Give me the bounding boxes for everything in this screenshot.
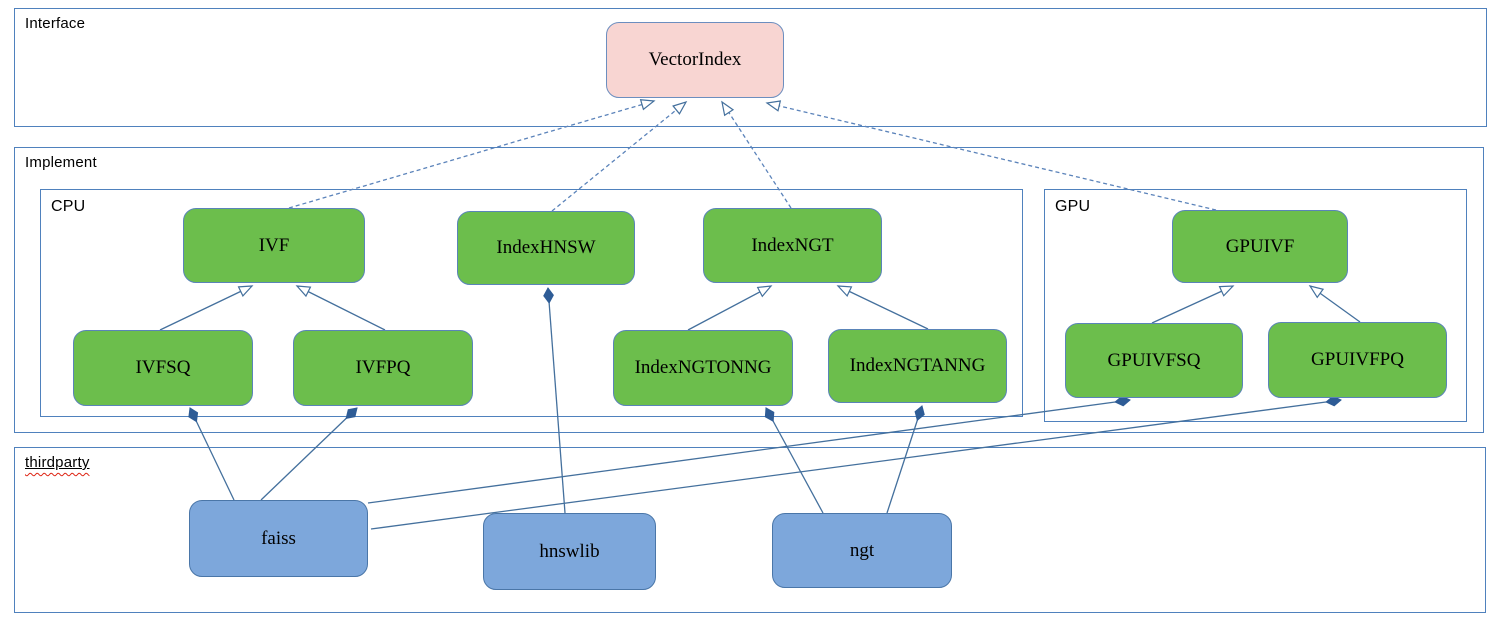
node-ivf: IVF — [183, 208, 365, 283]
node-hnswlib: hnswlib — [483, 513, 656, 590]
composition-edges — [188, 287, 1342, 530]
gpu-label: GPU — [1055, 198, 1091, 215]
node-indexngt: IndexNGT — [703, 208, 882, 283]
node-ivfsq-label: IVFSQ — [135, 357, 191, 378]
thirdparty-label-text: thirdparty — [25, 454, 90, 471]
implement-label: Implement — [25, 154, 97, 171]
interface-label: Interface — [25, 15, 86, 32]
gpu-container: GPU — [1044, 189, 1467, 422]
generalization-edges — [159, 285, 1361, 331]
node-gpuivf-label: GPUIVF — [1225, 235, 1295, 257]
thirdparty-container: thirdparty — [14, 447, 1486, 613]
realization-edges — [288, 99, 1217, 212]
cpu-container: CPU — [40, 189, 1023, 417]
node-vectorindex-label: VectorIndex — [648, 49, 742, 70]
node-indexngt-label: IndexNGT — [751, 234, 834, 256]
node-faiss: faiss — [189, 500, 368, 577]
node-indexhnsw: IndexHNSW — [457, 211, 635, 285]
node-ivf-label: IVF — [258, 234, 290, 256]
implement-container: Implement — [14, 147, 1484, 433]
node-indexngtanng-label: IndexNGTANNG — [849, 355, 986, 376]
node-hnswlib-label: hnswlib — [539, 540, 600, 562]
node-indexngtanng: IndexNGTANNG — [828, 329, 1007, 403]
node-gpuivf: GPUIVF — [1172, 210, 1348, 283]
cpu-label: CPU — [51, 198, 86, 215]
node-indexngtonng: IndexNGTONNG — [613, 330, 793, 406]
node-gpuivfsq-label: GPUIVFSQ — [1107, 349, 1201, 371]
node-faiss-label: faiss — [261, 527, 296, 549]
node-ivfpq: IVFPQ — [293, 330, 473, 406]
thirdparty-label: thirdparty — [25, 454, 90, 471]
node-ivfsq: IVFSQ — [73, 330, 253, 406]
node-ngt-label: ngt — [849, 539, 875, 561]
node-gpuivfpq: GPUIVFPQ — [1268, 322, 1447, 398]
node-gpuivfsq: GPUIVFSQ — [1065, 323, 1243, 398]
node-vectorindex: VectorIndex — [606, 22, 784, 98]
node-gpuivfpq-label: GPUIVFPQ — [1311, 349, 1404, 370]
node-indexngtonng-label: IndexNGTONNG — [634, 357, 772, 378]
node-ivfpq-label: IVFPQ — [355, 357, 411, 378]
node-ngt: ngt — [772, 513, 952, 588]
interface-container: Interface — [14, 8, 1487, 127]
node-indexhnsw-label: IndexHNSW — [496, 237, 596, 258]
